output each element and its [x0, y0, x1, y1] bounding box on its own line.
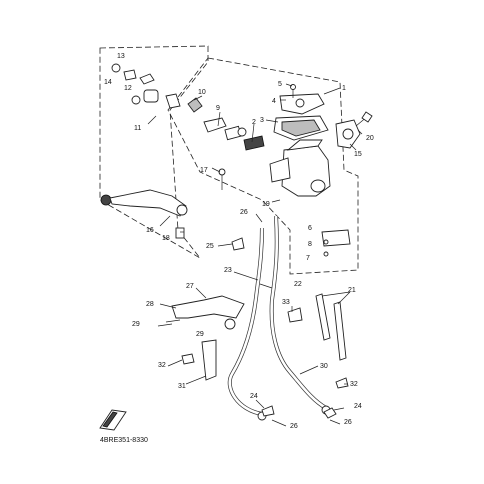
callout-10: 10 [198, 89, 206, 96]
callout-23: 23 [224, 267, 232, 274]
brake-switch [321, 229, 351, 257]
callout-26-right: 26 [344, 419, 352, 426]
callout-9: 9 [216, 105, 220, 112]
brake-lever [100, 189, 188, 239]
callout-27: 27 [186, 283, 194, 290]
callout-20: 20 [366, 135, 374, 142]
clip-33 [287, 307, 303, 323]
brake-hoses [227, 215, 331, 421]
callout-7: 7 [306, 255, 310, 262]
callout-29-left: 29 [132, 321, 140, 328]
callout-28: 28 [146, 301, 154, 308]
callout-24-right: 24 [354, 403, 362, 410]
callout-22: 22 [294, 281, 302, 288]
group-outline-lever [99, 45, 209, 259]
callout-11: 11 [134, 125, 141, 132]
reservoir-cap-assembly [273, 84, 329, 141]
callout-26-top: 26 [240, 209, 248, 216]
master-cylinder-body [269, 139, 331, 197]
callout-3: 3 [260, 117, 264, 124]
screw-17 [218, 168, 226, 190]
leader-lines [147, 83, 363, 427]
callout-21: 21 [348, 287, 356, 294]
callout-16: 16 [146, 227, 154, 234]
callout-33: 33 [282, 299, 290, 306]
mirror-clamp [335, 111, 373, 149]
callout-labels: 1 2 3 4 5 6 7 8 9 10 11 12 13 14 15 16 1… [104, 53, 374, 430]
hose-clamp [165, 295, 245, 330]
callout-6: 6 [308, 225, 312, 232]
callout-31: 31 [178, 383, 186, 390]
cable-ties [315, 293, 347, 361]
callout-25: 25 [206, 243, 214, 250]
callout-15: 15 [354, 151, 362, 158]
callout-26-left: 26 [290, 423, 298, 430]
callout-1: 1 [342, 85, 346, 92]
callout-29-right: 29 [196, 331, 204, 338]
callout-13: 13 [117, 53, 125, 60]
callout-17: 17 [200, 167, 208, 174]
callout-4: 4 [272, 98, 276, 105]
callout-14: 14 [104, 79, 112, 86]
callout-8: 8 [308, 241, 312, 248]
lever-adjuster-parts [111, 63, 181, 109]
callout-32-left: 32 [158, 362, 166, 369]
callout-2: 2 [252, 119, 256, 126]
callout-18: 18 [162, 235, 170, 242]
callout-19: 19 [262, 201, 270, 208]
callout-24-left: 24 [250, 393, 258, 400]
diagram-code: 4BRE351-8330 [100, 437, 148, 444]
callout-30: 30 [320, 363, 328, 370]
callout-32-right: 32 [350, 381, 358, 388]
callout-5: 5 [278, 81, 282, 88]
bolts [157, 237, 349, 419]
bracket-31 [201, 339, 217, 381]
piston-kit [187, 97, 265, 151]
book-logo-icon [99, 409, 127, 431]
callout-12: 12 [124, 85, 132, 92]
